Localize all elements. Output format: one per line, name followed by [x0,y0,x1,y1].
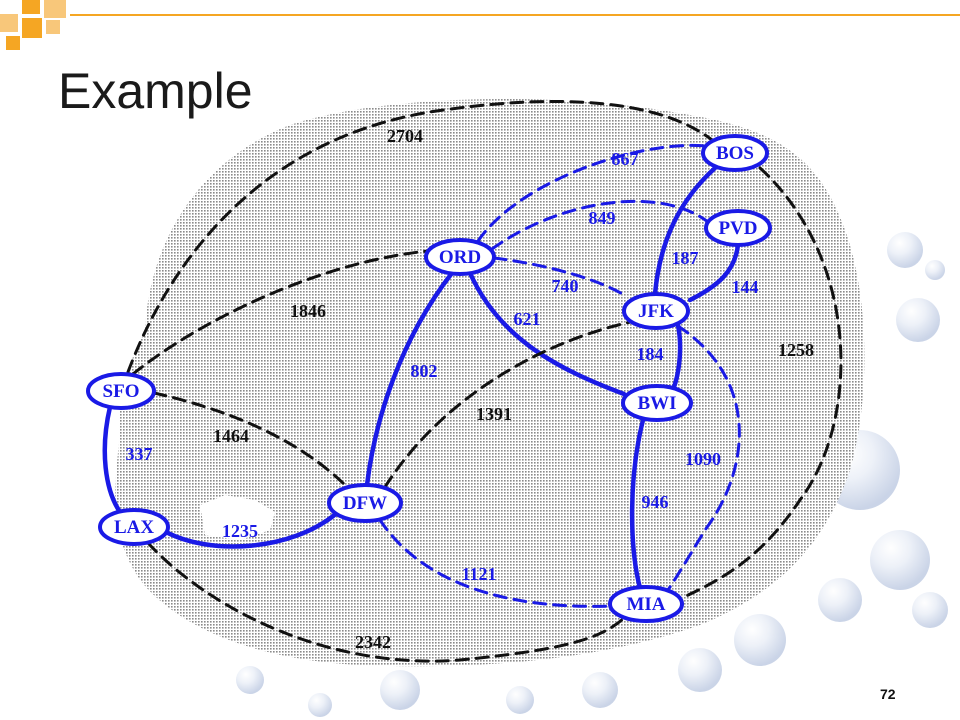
edge-weight-sfo-dfw: 1464 [213,426,249,446]
edge-weight-jfk-bwi: 184 [637,344,664,364]
edge-sfo-bos [126,99,714,374]
node-label-bwi: BWI [637,393,676,414]
edge-lax-mia [146,541,626,663]
edge-weight-jfk-bos: 187 [672,248,699,268]
edge-weight-sfo-ord: 1846 [290,301,326,321]
edge-weight-sfo-bos: 2704 [387,126,423,146]
edge-dfw-jfk [383,318,642,489]
node-jfk: JFK [622,292,690,330]
node-shape-sfo [86,372,156,410]
edge-ord-jfk [492,256,628,298]
edge-ord-bos [476,143,708,243]
edge-weight-dfw-mia: 1121 [461,564,496,584]
graph-edge-labels: 2704 867 849 187 144 740 621 1846 1258 184 802 1391… [126,126,815,652]
node-label-ord: ORD [439,247,481,268]
node-shape-ord [424,238,496,276]
node-sfo: SFO [86,372,156,410]
node-label-bos: BOS [716,143,754,164]
node-label-mia: MIA [626,594,665,615]
node-shape-mia [608,585,684,623]
corner-decoration [0,0,960,50]
edge-weight-dfw-jfk: 1391 [476,404,512,424]
node-dfw: DFW [327,483,403,523]
edge-jfk-mia [666,324,741,592]
edge-weight-lax-mia: 2342 [355,632,391,652]
graph-edges [102,99,843,663]
edge-sfo-lax [102,404,123,515]
edge-jfk-bwi [671,322,683,390]
node-shape-jfk [622,292,690,330]
node-shape-lax [98,508,170,546]
edge-weight-bos-mia: 1258 [778,340,814,360]
edge-dfw-mia [378,518,614,608]
node-ord: ORD [424,238,496,276]
node-shape-bos [701,134,769,172]
edge-weight-sfo-lax: 337 [126,444,153,464]
node-pvd: PVD [704,209,772,247]
node-mia: MIA [608,585,684,623]
edge-weight-ord-dfw: 802 [411,361,438,381]
node-label-pvd: PVD [718,218,757,239]
edge-weight-jfk-mia: 1090 [685,449,721,469]
node-label-sfo: SFO [103,381,140,402]
node-bos: BOS [701,134,769,172]
edge-sfo-dfw [152,391,349,489]
node-bwi: BWI [621,384,693,422]
edge-weight-ord-jfk: 740 [552,276,579,296]
edge-lax-dfw [163,510,340,549]
node-label-lax: LAX [114,517,154,538]
graph-nodes: BOS PVD ORD JFK SFO BWI DFW LAX MIA [86,134,772,623]
edge-sfo-ord [131,249,430,376]
node-shape-bwi [621,384,693,422]
edge-jfk-bos [652,165,718,297]
slide-title: Example [58,63,253,119]
edge-jfk-pvd [687,242,741,303]
node-label-jfk: JFK [638,301,674,322]
node-shape-pvd [704,209,772,247]
node-label-dfw: DFW [343,493,387,514]
edge-weight-ord-bwi: 621 [514,309,541,329]
edge-weight-ord-pvd: 849 [589,208,616,228]
node-lax: LAX [98,508,170,546]
page-number: 72 [880,686,896,702]
edge-bwi-mia [629,417,646,591]
edge-weight-ord-bos: 867 [612,149,639,169]
node-shape-dfw [327,483,403,523]
edge-ord-pvd [490,199,710,251]
edge-weight-jfk-pvd: 144 [732,277,759,297]
edge-bos-mia [680,166,843,600]
edge-weight-bwi-mia: 946 [642,492,669,512]
edge-ord-bwi [467,270,627,397]
edge-weight-lax-dfw: 1235 [222,521,258,541]
label-backdrop [200,495,275,540]
edge-ord-dfw [364,270,455,488]
